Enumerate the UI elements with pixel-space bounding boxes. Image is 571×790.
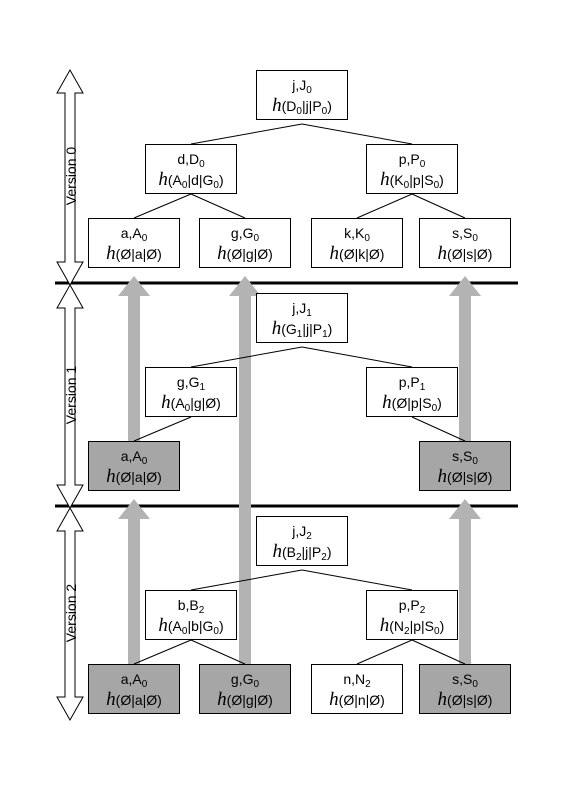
- edge-v2-p-s: [411, 639, 466, 665]
- node-hash-label: h(Ø|a|Ø): [106, 466, 162, 487]
- edge-v2-b-g: [190, 639, 246, 665]
- node-hash-label: h(A0|b|G0): [158, 615, 224, 637]
- node-hash-label: h(Ø|p|S0): [382, 392, 442, 414]
- edge-v1-p-s: [411, 416, 466, 442]
- edge-v0-p-k: [356, 193, 413, 219]
- edge-v1-root-p: [301, 346, 413, 368]
- node-key-label: s,S0: [452, 671, 478, 690]
- node-key-label: a,A0: [120, 448, 148, 467]
- edge-v2-root-b: [190, 569, 303, 591]
- edge-v2-p-n: [356, 639, 413, 665]
- node-key-label: s,S0: [452, 225, 478, 244]
- node-key-label: g,G0: [230, 225, 260, 244]
- node-hash-label: h(D0|j|P0): [272, 95, 332, 117]
- node-key-label: j,J2: [292, 523, 312, 542]
- node-hash-label: h(Ø|g|Ø): [217, 243, 273, 264]
- shared-arrow-g-v2: [229, 276, 261, 664]
- node-key-label: p,P0: [398, 151, 426, 170]
- node-hash-label: h(G1|j|P1): [271, 318, 333, 340]
- node-hash-label: h(Ø|g|Ø): [217, 689, 273, 710]
- edge-v1-root-g: [190, 346, 303, 368]
- version-0-label: Version 0: [63, 146, 79, 206]
- node-hash-label: h(Ø|n|Ø): [329, 689, 385, 710]
- edge-v2-root-p: [301, 569, 413, 591]
- node-key-label: g,G0: [230, 671, 260, 690]
- node-key-label: b,B2: [177, 597, 205, 616]
- node-hash-label: h(B2|j|P2): [272, 541, 332, 563]
- shared-arrow-a-v1: [118, 276, 150, 441]
- node-hash-label: h(N2|p|S0): [379, 615, 445, 637]
- node-key-label: a,A0: [120, 671, 148, 690]
- version-1-label: Version 1: [63, 365, 79, 425]
- node-hash-label: h(Ø|k|Ø): [329, 243, 385, 264]
- node-key-label: n,N2: [343, 671, 371, 690]
- node-key-label: j,J0: [292, 77, 312, 96]
- node-key-label: k,K0: [344, 225, 370, 244]
- node-hash-label: h(A0|d|G0): [158, 169, 224, 191]
- node-key-label: d,D0: [177, 151, 205, 170]
- edge-v0-root-d: [190, 123, 303, 145]
- edge-v2-b-a: [133, 639, 192, 665]
- shared-arrow-s-v2: [449, 499, 481, 664]
- shared-arrow-s-v1: [449, 276, 481, 441]
- version-2-range-arrow: [56, 506, 84, 722]
- node-hash-label: h(Ø|s|Ø): [437, 243, 493, 264]
- edge-v0-p-s: [411, 193, 466, 219]
- node-key-label: j,J1: [292, 300, 312, 319]
- node-key-label: a,A0: [120, 225, 148, 244]
- node-hash-label: h(Ø|s|Ø): [437, 689, 493, 710]
- node-hash-label: h(Ø|a|Ø): [106, 243, 162, 264]
- node-hash-label: h(K0|p|S0): [380, 169, 444, 191]
- edge-v0-root-p: [301, 123, 413, 145]
- node-key-label: p,P1: [398, 374, 426, 393]
- version-2-label: Version 2: [63, 583, 79, 643]
- node-key-label: g,G1: [176, 374, 206, 393]
- edge-v0-d-a: [133, 193, 192, 219]
- edge-v0-d-g: [190, 193, 246, 219]
- shared-arrow-a-v2: [118, 499, 150, 664]
- node-hash-label: h(Ø|s|Ø): [437, 466, 493, 487]
- node-key-label: p,P2: [398, 597, 426, 616]
- node-hash-label: h(A0|g|Ø): [161, 392, 221, 414]
- edge-v1-g-a: [133, 416, 192, 442]
- node-hash-label: h(Ø|a|Ø): [106, 689, 162, 710]
- node-key-label: s,S0: [452, 448, 478, 467]
